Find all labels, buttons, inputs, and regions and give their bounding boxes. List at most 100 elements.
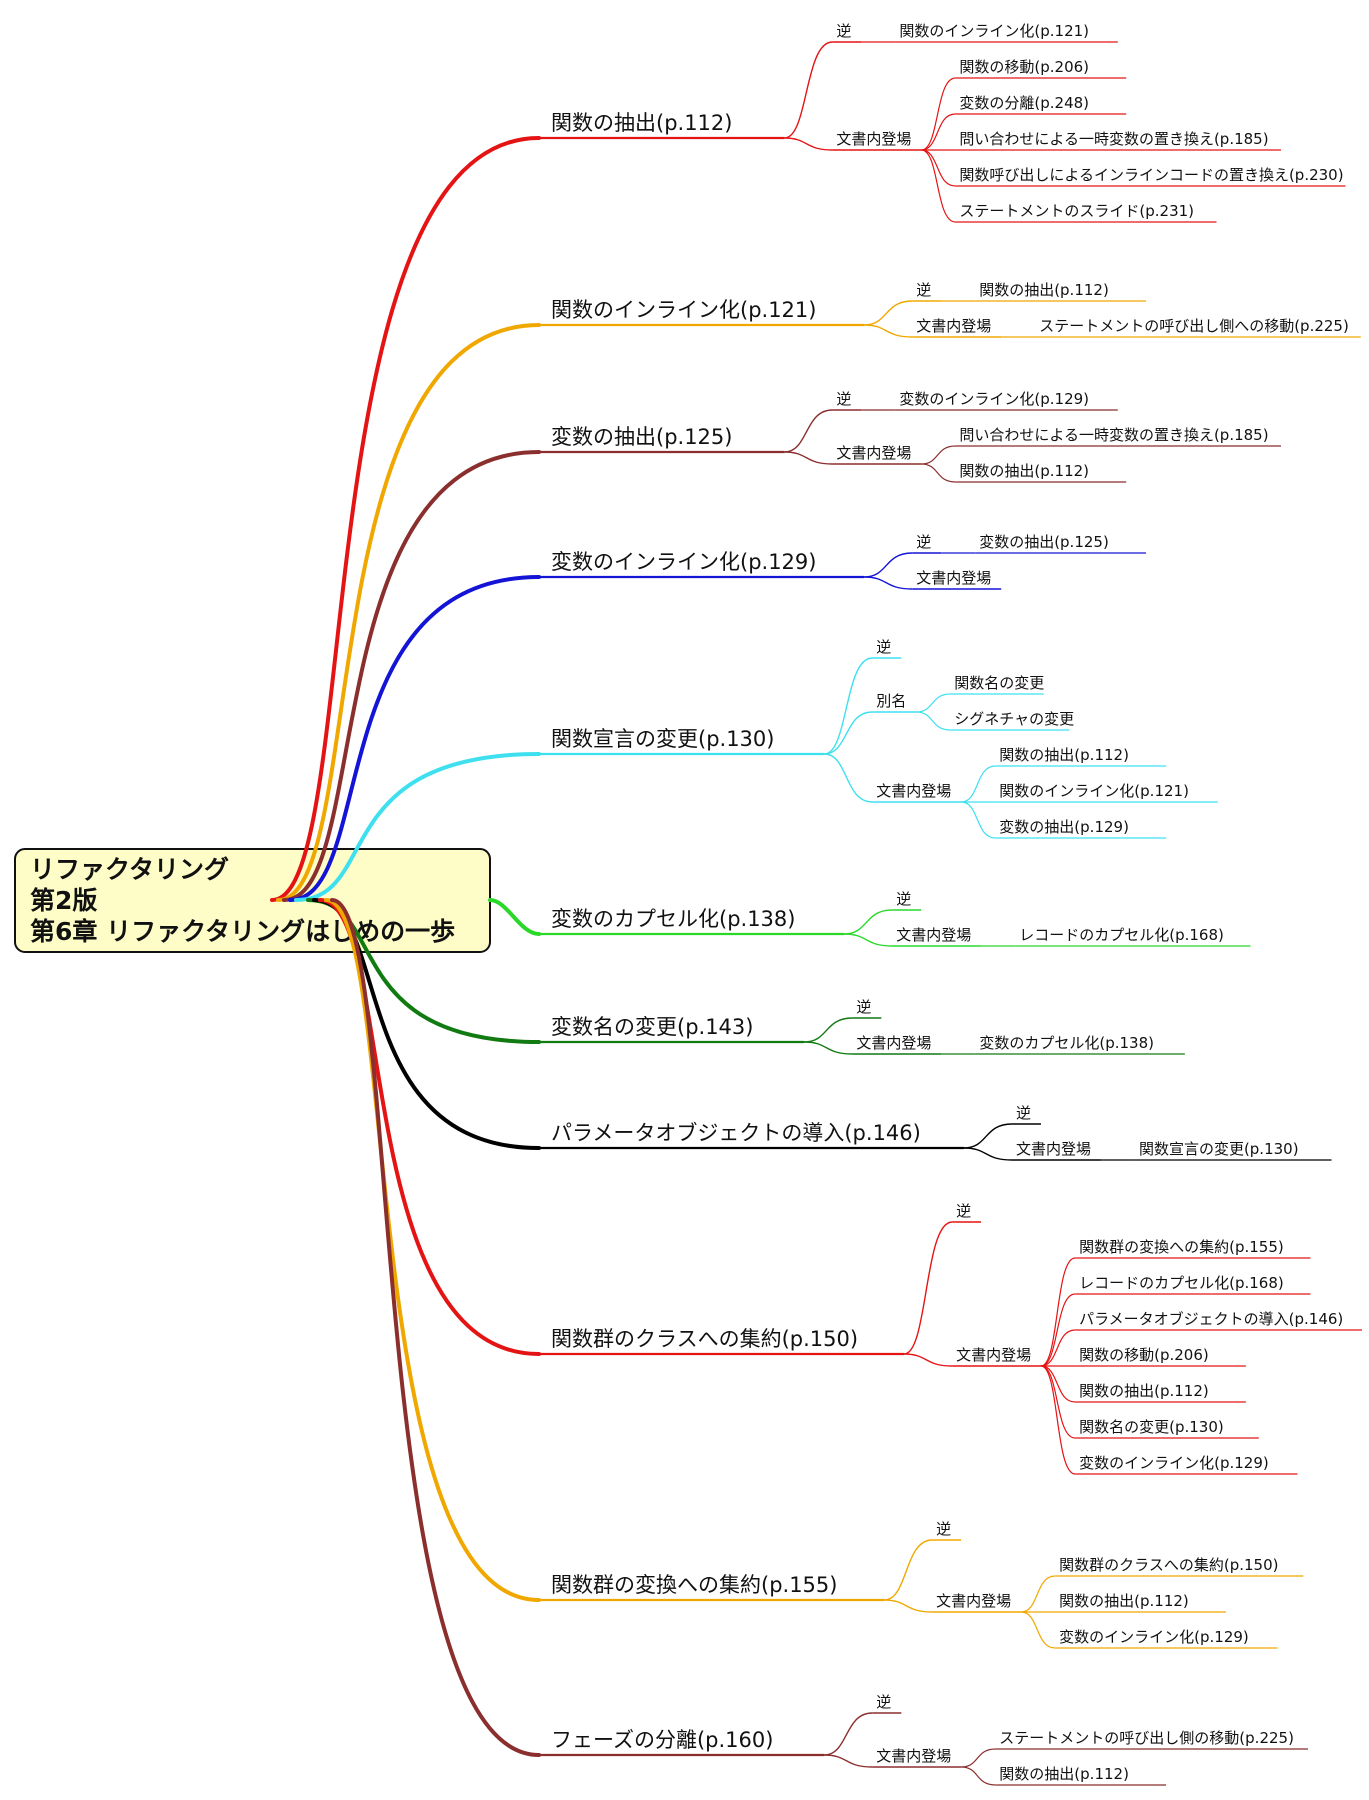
appears-label[interactable]: 文書内登場 bbox=[936, 1592, 1011, 1610]
branch-label[interactable]: 変数のカプセル化(p.138) bbox=[551, 907, 795, 931]
branch[interactable]: 関数群の変換への集約(p.155)逆文書内登場関数群のクラスへの集約(p.150… bbox=[324, 898, 1304, 1649]
appears-label[interactable]: 文書内登場 bbox=[876, 782, 951, 800]
leaf-item[interactable]: 関数の抽出(p.112) bbox=[1079, 1382, 1209, 1400]
leaf-connector bbox=[1040, 1293, 1076, 1367]
leaf-item[interactable]: 関数名の変更 bbox=[954, 674, 1044, 692]
root-topic[interactable]: リファクタリング 第2版 第6章 リファクタリングはじめの一歩 bbox=[14, 848, 491, 953]
leaf-item[interactable]: 関数の移動(p.206) bbox=[1079, 1346, 1209, 1364]
reverse-label[interactable]: 逆 bbox=[956, 1202, 971, 1220]
leaf-item[interactable]: 関数のインライン化(p.121) bbox=[899, 22, 1089, 40]
branch-label[interactable]: 変数の抽出(p.125) bbox=[551, 425, 732, 449]
leaf-item[interactable]: ステートメントのスライド(p.231) bbox=[959, 202, 1194, 220]
appears-label[interactable]: 文書内登場 bbox=[876, 1747, 951, 1765]
leaf-item[interactable]: 関数の移動(p.206) bbox=[959, 58, 1089, 76]
reverse-label[interactable]: 逆 bbox=[856, 998, 871, 1016]
leaf-item[interactable]: パラメータオブジェクトの導入(p.146) bbox=[1079, 1310, 1343, 1328]
branch-label[interactable]: フェーズの分離(p.160) bbox=[551, 1728, 773, 1752]
branch-label[interactable]: 関数の抽出(p.112) bbox=[551, 111, 732, 135]
leaf-item[interactable]: 関数の抽出(p.112) bbox=[999, 1765, 1129, 1783]
branch[interactable]: 変数の抽出(p.125)逆変数のインライン化(p.129)文書内登場問い合わせに… bbox=[282, 390, 1281, 902]
branch-label[interactable]: 変数のインライン化(p.129) bbox=[551, 550, 816, 574]
group-connector bbox=[784, 137, 833, 151]
leaf-connector bbox=[921, 463, 956, 483]
leaf-item[interactable]: 関数の抽出(p.112) bbox=[979, 281, 1109, 299]
branch-label[interactable]: パラメータオブジェクトの導入(p.146) bbox=[551, 1121, 921, 1145]
leaf-item[interactable]: 関数の抽出(p.112) bbox=[999, 746, 1129, 764]
leaf-item[interactable]: 関数呼び出しによるインラインコードの置き換え(p.230) bbox=[959, 166, 1343, 184]
reverse-label[interactable]: 逆 bbox=[916, 533, 931, 551]
reverse-label[interactable]: 逆 bbox=[896, 890, 911, 908]
reverse-label[interactable]: 逆 bbox=[876, 638, 891, 656]
leaf-item[interactable]: レコードのカプセル化(p.168) bbox=[1019, 926, 1224, 944]
leaf-connector bbox=[1040, 1365, 1076, 1475]
branch-connector bbox=[276, 323, 541, 902]
branch-label[interactable]: 関数のインライン化(p.121) bbox=[551, 298, 816, 322]
leaf-item[interactable]: 変数のインライン化(p.129) bbox=[899, 390, 1089, 408]
reverse-label[interactable]: 逆 bbox=[836, 22, 851, 40]
group-connector bbox=[804, 1041, 853, 1055]
leaf-item[interactable]: レコードのカプセル化(p.168) bbox=[1079, 1274, 1284, 1292]
branch[interactable]: 変数名の変更(p.143)逆文書内登場変数のカプセル化(p.138) bbox=[306, 898, 1185, 1055]
branch-connector bbox=[282, 450, 541, 902]
branch-label[interactable]: 関数群のクラスへの集約(p.150) bbox=[551, 1327, 858, 1351]
leaf-connector bbox=[1021, 1611, 1056, 1649]
reverse-label[interactable]: 逆 bbox=[936, 1520, 951, 1538]
leaf-item[interactable]: シグネチャの変更 bbox=[954, 710, 1074, 728]
leaf-connector bbox=[961, 765, 996, 803]
leaf-item[interactable]: 変数のカプセル化(p.138) bbox=[979, 1034, 1154, 1052]
group-connector bbox=[824, 711, 873, 755]
appears-label[interactable]: 文書内登場 bbox=[916, 569, 991, 587]
branch-label[interactable]: 変数名の変更(p.143) bbox=[551, 1015, 753, 1039]
appears-label[interactable]: 文書内登場 bbox=[1016, 1140, 1091, 1158]
leaf-item[interactable]: 関数群のクラスへの集約(p.150) bbox=[1059, 1556, 1278, 1574]
leaf-item[interactable]: 関数のインライン化(p.121) bbox=[999, 782, 1189, 800]
leaf-item[interactable]: 関数名の変更(p.130) bbox=[1079, 1418, 1224, 1436]
leaf-item[interactable]: ステートメントの呼び出し側への移動(p.225) bbox=[1039, 317, 1349, 335]
appears-label[interactable]: 文書内登場 bbox=[956, 1346, 1031, 1364]
leaf-connector bbox=[921, 149, 956, 187]
leaf-item[interactable]: 問い合わせによる一時変数の置き換え(p.185) bbox=[959, 426, 1268, 444]
leaf-connector bbox=[1041, 1365, 1076, 1403]
appears-label[interactable]: 文書内登場 bbox=[896, 926, 971, 944]
group-connector bbox=[864, 552, 913, 578]
reverse-label[interactable]: 逆 bbox=[836, 390, 851, 408]
appears-label[interactable]: 文書内登場 bbox=[856, 1034, 931, 1052]
group-connector bbox=[784, 451, 833, 465]
branch[interactable]: フェーズの分離(p.160)逆文書内登場ステートメントの呼び出し側の移動(p.2… bbox=[330, 898, 1308, 1786]
leaf-item[interactable]: 関数の抽出(p.112) bbox=[1059, 1592, 1189, 1610]
group-connector bbox=[824, 1712, 873, 1756]
leaf-item[interactable]: 変数の抽出(p.129) bbox=[999, 818, 1129, 836]
reverse-label[interactable]: 逆 bbox=[1016, 1104, 1031, 1122]
leaf-item[interactable]: 変数の抽出(p.125) bbox=[979, 533, 1109, 551]
leaf-item[interactable]: ステートメントの呼び出し側の移動(p.225) bbox=[999, 1729, 1294, 1747]
leaf-connector bbox=[916, 711, 951, 731]
branch-label[interactable]: 関数群の変換への集約(p.155) bbox=[551, 1573, 837, 1597]
leaf-item[interactable]: 問い合わせによる一時変数の置き換え(p.185) bbox=[959, 130, 1268, 148]
group-connector bbox=[824, 753, 873, 803]
appears-label[interactable]: 文書内登場 bbox=[916, 317, 991, 335]
appears-label[interactable]: 文書内登場 bbox=[836, 130, 911, 148]
group-connector bbox=[784, 41, 833, 139]
branch-connector bbox=[288, 575, 541, 902]
leaf-item[interactable]: 関数宣言の変更(p.130) bbox=[1139, 1140, 1299, 1158]
branch-label[interactable]: 関数宣言の変更(p.130) bbox=[551, 727, 774, 751]
appears-label[interactable]: 文書内登場 bbox=[836, 444, 911, 462]
reverse-label[interactable]: 逆 bbox=[876, 1693, 891, 1711]
leaf-item[interactable]: 変数の分離(p.248) bbox=[959, 94, 1089, 112]
leaf-item[interactable]: 変数のインライン化(p.129) bbox=[1079, 1454, 1269, 1472]
reverse-label[interactable]: 逆 bbox=[916, 281, 931, 299]
leaf-item[interactable]: 関数群の変換への集約(p.155) bbox=[1079, 1238, 1284, 1256]
alias-label[interactable]: 別名 bbox=[876, 692, 906, 710]
branch[interactable]: 変数のインライン化(p.129) 逆 変数の抽出(p.125) 文書内登場 bbox=[288, 533, 1146, 902]
leaf-connector bbox=[916, 693, 951, 713]
branch-connector bbox=[270, 136, 541, 902]
leaf-item[interactable]: 変数のインライン化(p.129) bbox=[1059, 1628, 1249, 1646]
group-connector bbox=[884, 1599, 933, 1613]
branch[interactable]: 関数のインライン化(p.121)逆関数の抽出(p.112)文書内登場ステートメン… bbox=[276, 281, 1361, 902]
leaf-connector bbox=[1041, 1329, 1076, 1367]
branch[interactable]: 関数群のクラスへの集約(p.150)逆文書内登場関数群の変換への集約(p.155… bbox=[318, 898, 1362, 1475]
leaf-item[interactable]: 関数の抽出(p.112) bbox=[959, 462, 1089, 480]
branch[interactable]: 関数の抽出(p.112)逆関数のインライン化(p.121)文書内登場関数の移動(… bbox=[270, 22, 1346, 902]
